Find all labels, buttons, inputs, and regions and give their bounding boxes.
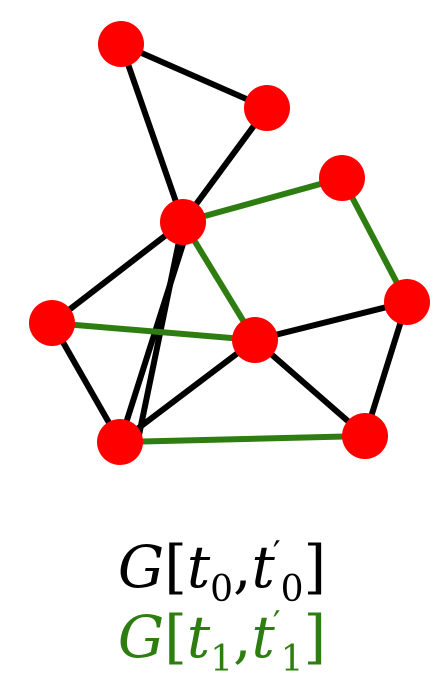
black-edge-10	[252, 337, 368, 439]
label-g-t0-tprime: t	[251, 533, 275, 601]
label-g-t1-symbol: G	[117, 603, 165, 671]
label-g-t1-tprime-sub: 1	[280, 639, 304, 680]
black-edges-group	[49, 41, 410, 445]
graph-node-9	[342, 413, 388, 459]
graph-node-3	[319, 155, 365, 201]
graph-node-2	[244, 85, 290, 131]
label-g-t0-symbol: G	[117, 533, 165, 601]
label-g-t1-tprime: t	[251, 603, 275, 671]
temporal-graph-diagram	[29, 21, 430, 465]
graph-node-6	[29, 300, 75, 346]
label-g-t0-t-sub: 0	[210, 569, 234, 610]
label-g-t1-t-sub: 1	[210, 639, 234, 680]
green-edges-group	[49, 175, 410, 445]
green-edge-4	[49, 320, 258, 343]
black-edge-11	[362, 299, 410, 439]
green-edge-1	[180, 175, 345, 225]
black-edge-1	[118, 41, 270, 111]
label-g-t1-t: t	[186, 603, 211, 671]
nodes-group	[29, 21, 430, 465]
label-g-t1: G[t1,t′1]	[0, 607, 444, 680]
label-g-t1-comma: ,	[233, 603, 252, 671]
label-g-t0-comma: ,	[233, 533, 252, 601]
black-edge-9	[252, 299, 410, 343]
label-g-t0-tprime-sub: 0	[280, 569, 304, 610]
graph-node-7	[232, 317, 278, 363]
black-edge-2	[118, 41, 186, 225]
black-edge-8	[117, 337, 258, 445]
label-g-t0-t: t	[186, 533, 211, 601]
label-g-t0-close: ]	[303, 533, 327, 601]
green-edge-5	[117, 433, 368, 445]
label-g-t1-close: ]	[303, 603, 327, 671]
label-g-t1-tprime-mark: ′	[272, 604, 281, 644]
green-edge-2	[339, 175, 410, 305]
graph-node-5	[384, 279, 430, 325]
graph-node-4	[160, 199, 206, 245]
green-edge-3	[180, 219, 258, 343]
black-edge-4	[49, 219, 186, 326]
graph-node-8	[97, 419, 143, 465]
label-g-t0: G[t0,t′0]	[0, 537, 444, 610]
graph-node-1	[98, 21, 144, 67]
label-g-t0-tprime-mark: ′	[272, 534, 281, 574]
label-g-t1-open: [	[164, 603, 187, 671]
black-edge-3	[180, 105, 270, 225]
label-g-t0-open: [	[164, 533, 187, 601]
